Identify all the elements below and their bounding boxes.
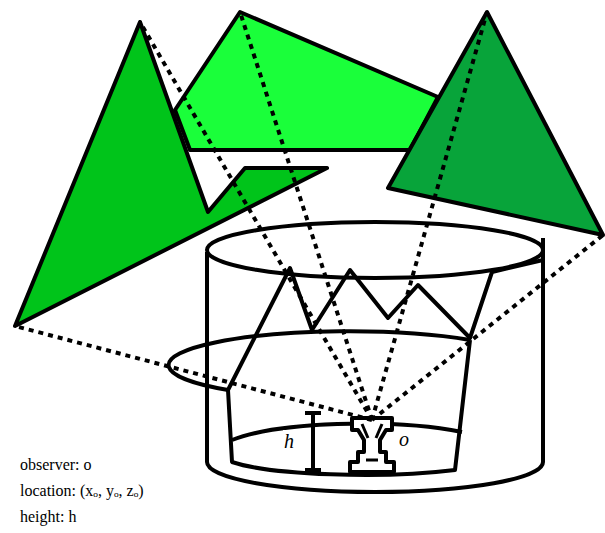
left-triangle xyxy=(15,22,327,326)
legend-line: height: h xyxy=(20,508,76,526)
cylinder-top xyxy=(207,222,543,278)
height-bar xyxy=(305,413,321,470)
sight-line xyxy=(140,22,372,420)
right-triangle xyxy=(388,12,603,235)
inner-wall xyxy=(228,340,470,475)
floor-ring xyxy=(232,424,462,440)
inner-ring xyxy=(169,331,470,390)
sight-line xyxy=(15,326,372,420)
middle-polygon xyxy=(175,12,438,150)
legend-line: location: (xₒ, yₒ, zₒ) xyxy=(20,482,144,500)
observer-symbol: o xyxy=(398,428,410,450)
observer-glyph xyxy=(350,418,394,472)
sight-line xyxy=(372,12,487,420)
sight-line xyxy=(240,12,372,420)
legend-line: observer: o xyxy=(20,456,92,474)
sight-line xyxy=(372,235,603,420)
observer-detail xyxy=(362,424,382,460)
height-symbol: h xyxy=(283,430,295,452)
